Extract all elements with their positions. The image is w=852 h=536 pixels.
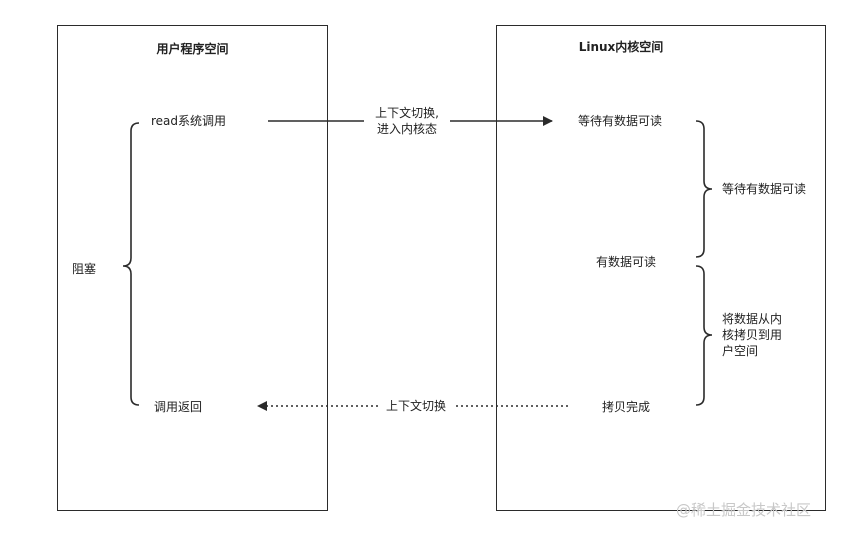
- call-return-label: 调用返回: [154, 400, 203, 414]
- kernel-space-title: Linux内核空间: [578, 40, 664, 54]
- kernel-space-box: [496, 25, 826, 511]
- copy-desc-line3: 户空间: [722, 344, 759, 358]
- wait-readable-top-label: 等待有数据可读: [578, 114, 663, 128]
- watermark-text: @稀土掘金技术社区: [676, 501, 812, 519]
- data-readable-label: 有数据可读: [596, 255, 657, 269]
- edge-label-to-kernel-line1: 上下文切换,: [364, 105, 450, 121]
- copy-desc-line2: 核拷贝到用: [722, 328, 783, 342]
- wait-readable-side-label: 等待有数据可读: [722, 182, 807, 196]
- edge-label-to-kernel-line2: 进入内核态: [364, 121, 450, 137]
- edge-label-to-user: 上下文切换: [378, 398, 454, 414]
- read-call-label: read系统调用: [151, 114, 227, 128]
- user-space-box: [57, 25, 328, 511]
- copy-desc-line1: 将数据从内: [722, 312, 783, 326]
- user-space-title: 用户程序空间: [156, 42, 229, 56]
- copy-done-label: 拷贝完成: [602, 400, 651, 414]
- blocked-label: 阻塞: [72, 262, 97, 276]
